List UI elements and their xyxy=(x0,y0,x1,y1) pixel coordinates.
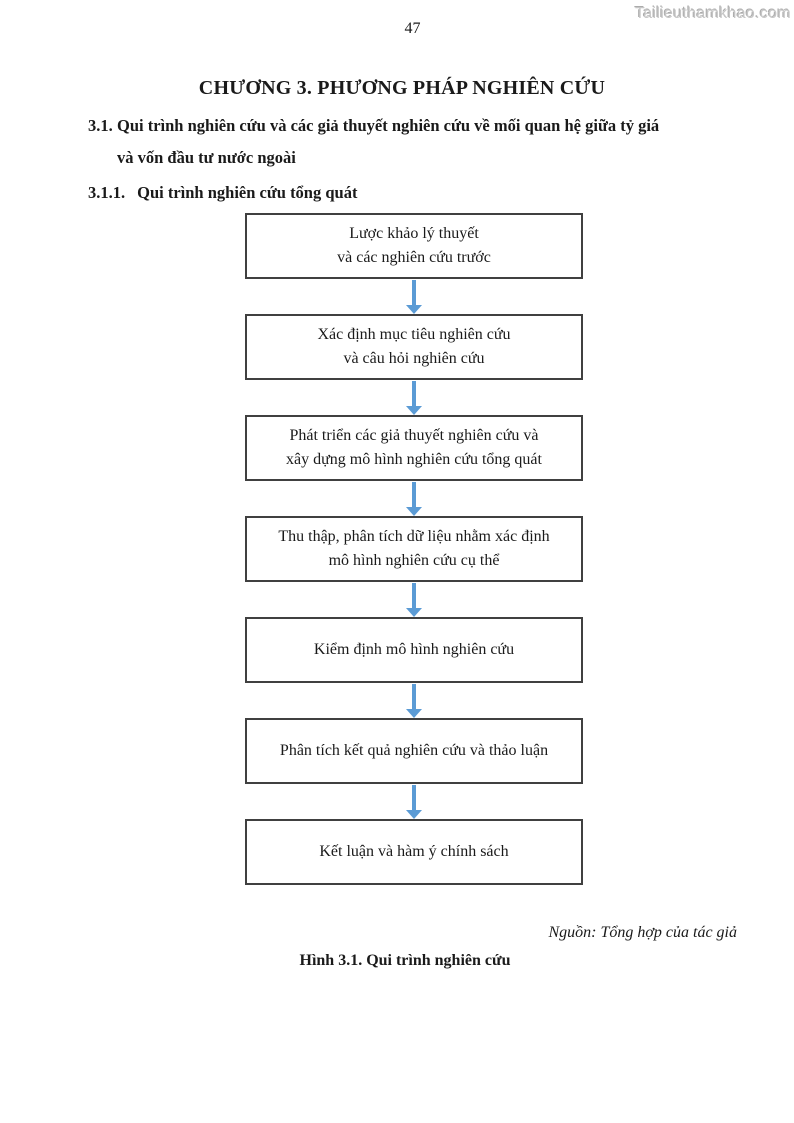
section-number: 3.1. xyxy=(88,116,113,135)
flowchart-step-label: Thu thập, phân tích dữ liệu nhằm xác địn… xyxy=(278,528,550,569)
flow-arrow-down-icon xyxy=(406,683,422,718)
flowchart-step: Xác định mục tiêu nghiên cứu và câu hỏi … xyxy=(245,314,583,380)
flow-arrow-down-icon xyxy=(406,481,422,516)
watermark: Tailieuthamkhao.com xyxy=(635,5,791,22)
flowchart-step-label: Lược khảo lý thuyết và các nghiên cứu tr… xyxy=(337,225,491,266)
flow-arrow-down-icon xyxy=(406,380,422,415)
flowchart-step-label: Phát triển các giả thuyết nghiên cứu và … xyxy=(286,427,542,468)
flowchart-step-label: Phân tích kết quả nghiên cứu và thảo luậ… xyxy=(279,742,549,759)
flow-arrow-down-icon xyxy=(406,279,422,314)
flowchart-figure: Lược khảo lý thuyết và các nghiên cứu tr… xyxy=(245,213,583,885)
flowchart-step: Lược khảo lý thuyết và các nghiên cứu tr… xyxy=(245,213,583,279)
figure-caption: Hình 3.1. Qui trình nghiên cứu xyxy=(299,952,511,969)
flow-arrow-down-icon xyxy=(406,582,422,617)
flowchart-step: Thu thập, phân tích dữ liệu nhằm xác địn… xyxy=(245,516,583,582)
section-heading-3-1: 3.1. Qui trình nghiên cứu và các giả thu… xyxy=(88,110,748,174)
section-heading-3-1-1: 3.1.1. Qui trình nghiên cứu tổng quát xyxy=(88,177,748,209)
flowchart-step-label: Kết luận và hàm ý chính sách xyxy=(319,843,509,860)
flowchart-step: Kết luận và hàm ý chính sách xyxy=(245,819,583,885)
flowchart-step-label: Kiểm định mô hình nghiên cứu xyxy=(313,641,515,658)
flow-arrow-down-icon xyxy=(406,784,422,819)
flowchart-step: Kiểm định mô hình nghiên cứu xyxy=(245,617,583,683)
flowchart-step: Phân tích kết quả nghiên cứu và thảo luậ… xyxy=(245,718,583,784)
flowchart-step: Phát triển các giả thuyết nghiên cứu và … xyxy=(245,415,583,481)
section-number: 3.1.1. xyxy=(88,183,126,202)
page-number: 47 xyxy=(404,20,421,37)
figure-source: Nguồn: Tổng hợp của tác giả xyxy=(548,924,737,941)
chapter-title: CHƯƠNG 3. PHƯƠNG PHÁP NGHIÊN CỨU xyxy=(198,77,606,99)
flowchart-step-label: Xác định mục tiêu nghiên cứu và câu hỏi … xyxy=(317,326,511,367)
section-title: Qui trình nghiên cứu tổng quát xyxy=(137,183,358,202)
section-title: Qui trình nghiên cứu và các giả thuyết n… xyxy=(117,116,660,167)
